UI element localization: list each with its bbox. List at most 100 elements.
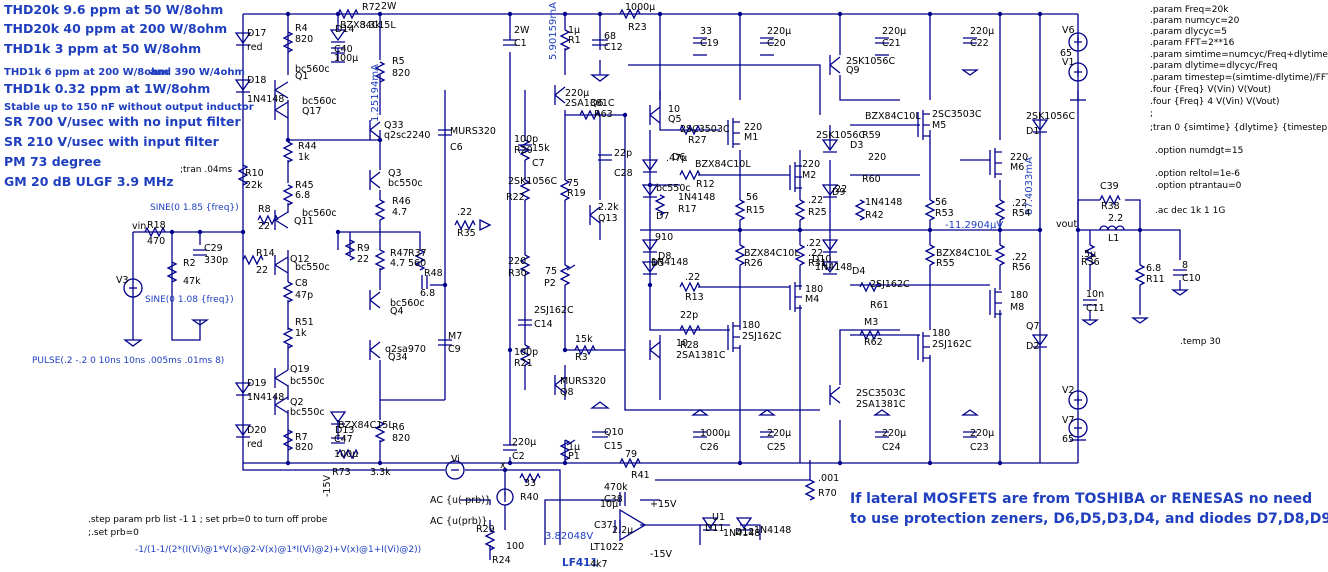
component-label: Q11 <box>294 216 314 227</box>
svg-text:.four {Freq} 4 V(Vin) V(Vout): .four {Freq} 4 V(Vin) V(Vout) <box>1150 97 1280 107</box>
component-label: R15 <box>746 205 765 216</box>
component-label: D6 <box>672 152 685 163</box>
component-label: C40 <box>334 44 353 55</box>
component-label: 22 <box>357 254 369 265</box>
component-label: R62 <box>864 337 883 348</box>
component-label: R60 <box>862 174 881 185</box>
param-directives: .param Freq=20k .param numcyc=20 .param … <box>1150 5 1328 133</box>
component-label: R13 <box>685 292 704 303</box>
component-label: 470k <box>604 482 628 493</box>
resistor-symbol <box>282 184 294 206</box>
component-label: 220µ <box>970 26 994 37</box>
component-label: 1N4148 <box>651 257 688 268</box>
component-label: .22 <box>685 272 700 283</box>
component-label: R10 <box>245 168 264 179</box>
resistor-symbol <box>374 61 386 83</box>
component-label: R53 <box>935 208 954 219</box>
svg-text:.param timestep=(simtime-dlyti: .param timestep=(simtime-dlytime)/FFT <box>1150 73 1328 83</box>
q33-current-readout: 1.25194mA <box>370 64 381 122</box>
component-label: Q13 <box>598 213 618 224</box>
component-label: 1µ <box>568 442 580 453</box>
component-label: 2SC3503C <box>856 388 906 399</box>
component-label: R30 <box>508 268 527 279</box>
component-label: 220 <box>868 152 886 163</box>
component-label: bc550c <box>656 183 691 194</box>
svg-text:.param numcyc=20: .param numcyc=20 <box>1150 16 1240 26</box>
component-label: C29 <box>204 243 223 254</box>
ac-source-pos: AC {u(prb)} <box>430 516 487 527</box>
component-label: D14 <box>335 24 354 35</box>
resistor-symbol <box>804 479 816 501</box>
component-label: R28 <box>680 340 699 351</box>
voltage-source-symbol <box>123 32 1088 506</box>
component-label: 470 <box>147 236 165 247</box>
component-label: 2W <box>514 25 530 36</box>
component-label: BZX84C10L <box>936 248 992 259</box>
resistor-symbol <box>679 124 701 136</box>
component-label: R14 <box>256 248 275 259</box>
component-label: D11 <box>705 523 724 534</box>
mosfet-symbol <box>727 110 1002 362</box>
component-label: P2 <box>544 278 556 289</box>
component-label: M5 <box>932 120 946 131</box>
component-label: M7 <box>448 331 462 342</box>
component-label: 1000µ <box>625 2 655 13</box>
component-label: 1000µ <box>700 428 730 439</box>
component-label: 2SK1056C <box>1026 111 1075 122</box>
component-label: 10 <box>676 338 688 349</box>
resistor-symbol <box>1099 194 1121 206</box>
component-label: 56 <box>935 197 947 208</box>
component-label: C25 <box>767 442 786 453</box>
probe-current-readout: 5.90159mA <box>548 2 559 60</box>
resistor-symbol <box>1084 244 1096 266</box>
component-label: 1µ <box>568 25 580 36</box>
tran-directive: ;tran .04ms <box>180 165 232 175</box>
diode-symbol <box>234 29 1049 531</box>
source-label: V3 <box>116 275 129 286</box>
component-label: 79 <box>625 449 637 460</box>
component-label: C23 <box>970 442 989 453</box>
component-label: 1N4148 <box>247 94 284 105</box>
resistor-symbol <box>794 199 806 221</box>
ac-directive: .ac dec 1k 1 1G <box>1155 206 1225 216</box>
component-label: C8 <box>295 278 308 289</box>
resistor-symbol <box>619 8 641 20</box>
option-ptrantau: .option ptrantau=0 <box>1155 181 1242 191</box>
component-label: bc560c <box>390 298 425 309</box>
source-value: 65 <box>1060 48 1072 59</box>
component-label: MURS320 <box>560 376 606 387</box>
component-label: 2SK1056C <box>816 130 865 141</box>
component-label: 47k <box>183 276 201 287</box>
component-label: R70 <box>818 488 837 499</box>
component-label: BZX84C15L <box>340 20 396 31</box>
component-label: bc550c <box>295 262 330 273</box>
svg-text:.param dlytime=dlycyc/Freq: .param dlytime=dlycyc/Freq <box>1150 61 1277 71</box>
opamp-name: LF411 <box>562 557 598 569</box>
probe-arrow-symbol <box>479 218 492 232</box>
component-label: 220 <box>744 122 762 133</box>
transistor-symbol <box>274 55 841 415</box>
component-label: 22p <box>614 148 632 159</box>
component-label: R19 <box>567 188 586 199</box>
component-label: 330p <box>204 255 228 266</box>
component-label: Q10 <box>604 427 624 438</box>
spec-thd20k-50w: THD20k 9.6 ppm at 50 W/8ohm <box>4 2 223 17</box>
component-label: 2SK1056C <box>508 176 557 187</box>
resistor-symbol <box>484 529 496 551</box>
component-label: q2sa970 <box>385 344 426 355</box>
component-label: R73 <box>332 467 351 478</box>
component-label: R42 <box>865 210 884 221</box>
component-label: bc550c <box>290 376 325 387</box>
resistor-symbol <box>574 344 596 356</box>
component-label: M2 <box>802 170 816 181</box>
resistor-symbol <box>257 214 279 226</box>
resistor-symbol <box>924 244 936 266</box>
component-label: 4k7 <box>590 559 608 570</box>
component-label: Q19 <box>290 364 310 375</box>
component-label: 820 <box>295 34 313 45</box>
resistor-symbol <box>282 141 294 163</box>
resistor-symbol <box>237 164 249 186</box>
spec-thd1k-200w: THD1k 6 ppm at 200 W/8ohm <box>4 67 169 78</box>
component-label: R48 <box>424 268 443 279</box>
component-label: 10µ <box>600 499 618 510</box>
